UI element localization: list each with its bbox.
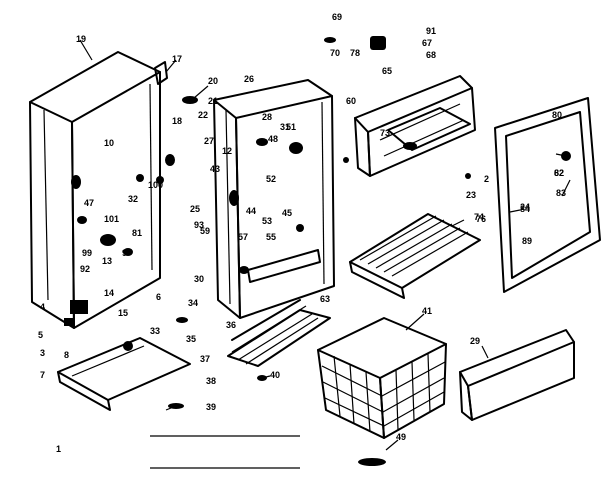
cabinet-liner <box>213 79 335 319</box>
callout-label-73: 73 <box>380 128 390 138</box>
tubing-assembly <box>227 299 331 367</box>
callout-label-1: 1 <box>56 444 61 454</box>
callout-label-4: 4 <box>40 302 45 312</box>
callout-label-32: 32 <box>128 194 138 204</box>
callout-label-7: 7 <box>40 370 45 380</box>
callout-label-89: 89 <box>522 236 532 246</box>
callout-label-44: 44 <box>246 206 256 216</box>
callout-label-24: 24 <box>520 202 530 212</box>
callout-label-83: 83 <box>556 188 566 198</box>
callout-label-76: 76 <box>476 214 486 224</box>
callout-label-5: 5 <box>38 330 43 340</box>
callout-label-21: 21 <box>208 96 218 106</box>
callout-label-17: 17 <box>172 54 182 64</box>
callout-label-40: 40 <box>270 370 280 380</box>
callout-label-43: 43 <box>210 164 220 174</box>
callout-label-91: 91 <box>426 26 436 36</box>
callout-label-62: 62 <box>554 168 564 178</box>
callout-label-74: 74 <box>474 212 484 222</box>
callout-label-53: 53 <box>262 216 272 226</box>
callout-label-35: 35 <box>186 334 196 344</box>
callout-label-31: 31 <box>280 122 290 132</box>
callout-label-6: 6 <box>156 292 161 302</box>
callout-label-10: 10 <box>104 138 114 148</box>
callout-label-23: 23 <box>466 190 476 200</box>
callout-label-51: 51 <box>286 122 296 132</box>
callout-label-33: 33 <box>150 326 160 336</box>
callout-label-34: 34 <box>188 298 198 308</box>
callout-label-60: 60 <box>346 96 356 106</box>
callout-label-92: 92 <box>80 264 90 274</box>
callout-label-29: 29 <box>470 336 480 346</box>
callout-label-82: 82 <box>554 168 564 178</box>
callout-label-26: 26 <box>244 74 254 84</box>
callout-label-8: 8 <box>64 350 69 360</box>
callout-label-47: 47 <box>84 198 94 208</box>
callout-label-36: 36 <box>226 320 236 330</box>
callout-label-67: 67 <box>422 38 432 48</box>
callout-label-100: 100 <box>148 180 163 190</box>
callout-label-99: 99 <box>82 248 92 258</box>
callout-label-93: 93 <box>194 220 204 230</box>
leader-lines <box>79 39 571 469</box>
cabinet-shell <box>29 51 168 329</box>
base-pan <box>57 337 191 411</box>
callout-label-48: 48 <box>268 134 278 144</box>
callout-label-57: 57 <box>238 232 248 242</box>
callout-label-22: 22 <box>198 110 208 120</box>
callout-label-59: 59 <box>200 226 210 236</box>
kickplate <box>459 329 575 421</box>
callout-label-81: 81 <box>132 228 142 238</box>
door-panel <box>354 75 476 177</box>
callout-label-18: 18 <box>172 116 182 126</box>
callout-label-80: 80 <box>552 110 562 120</box>
callout-label-68: 68 <box>426 50 436 60</box>
callout-label-78: 78 <box>350 48 360 58</box>
wire-shelf <box>349 213 481 299</box>
callout-label-39: 39 <box>206 402 216 412</box>
callout-label-52: 52 <box>266 174 276 184</box>
callout-label-41: 41 <box>422 306 432 316</box>
callout-label-12: 12 <box>222 146 232 156</box>
callout-label-101: 101 <box>104 214 119 224</box>
callout-label-63: 63 <box>320 294 330 304</box>
part-number-callouts: 1234567891012131415171819202122232425262… <box>38 12 566 454</box>
callout-label-28: 28 <box>262 112 272 122</box>
callout-label-13: 13 <box>102 256 112 266</box>
callout-label-45: 45 <box>282 208 292 218</box>
callout-label-15: 15 <box>118 308 128 318</box>
callout-label-2: 2 <box>484 174 489 184</box>
callout-label-27: 27 <box>204 136 214 146</box>
callout-label-30: 30 <box>194 274 204 284</box>
small-parts <box>64 36 571 466</box>
door-gasket <box>494 97 601 293</box>
callout-label-20: 20 <box>208 76 218 86</box>
callout-label-37: 37 <box>200 354 210 364</box>
wire-basket <box>317 317 447 439</box>
callout-label-55: 55 <box>266 232 276 242</box>
callout-label-69: 69 <box>332 12 342 22</box>
callout-label-14: 14 <box>104 288 114 298</box>
callout-label-19: 19 <box>76 34 86 44</box>
callout-label-25: 25 <box>190 204 200 214</box>
callout-label-84: 84 <box>520 204 530 214</box>
callout-label-49: 49 <box>396 432 406 442</box>
callout-label-9: 9 <box>122 248 127 258</box>
callout-label-70: 70 <box>330 48 340 58</box>
callout-label-65: 65 <box>382 66 392 76</box>
callout-label-3: 3 <box>40 348 45 358</box>
callout-label-38: 38 <box>206 376 216 386</box>
